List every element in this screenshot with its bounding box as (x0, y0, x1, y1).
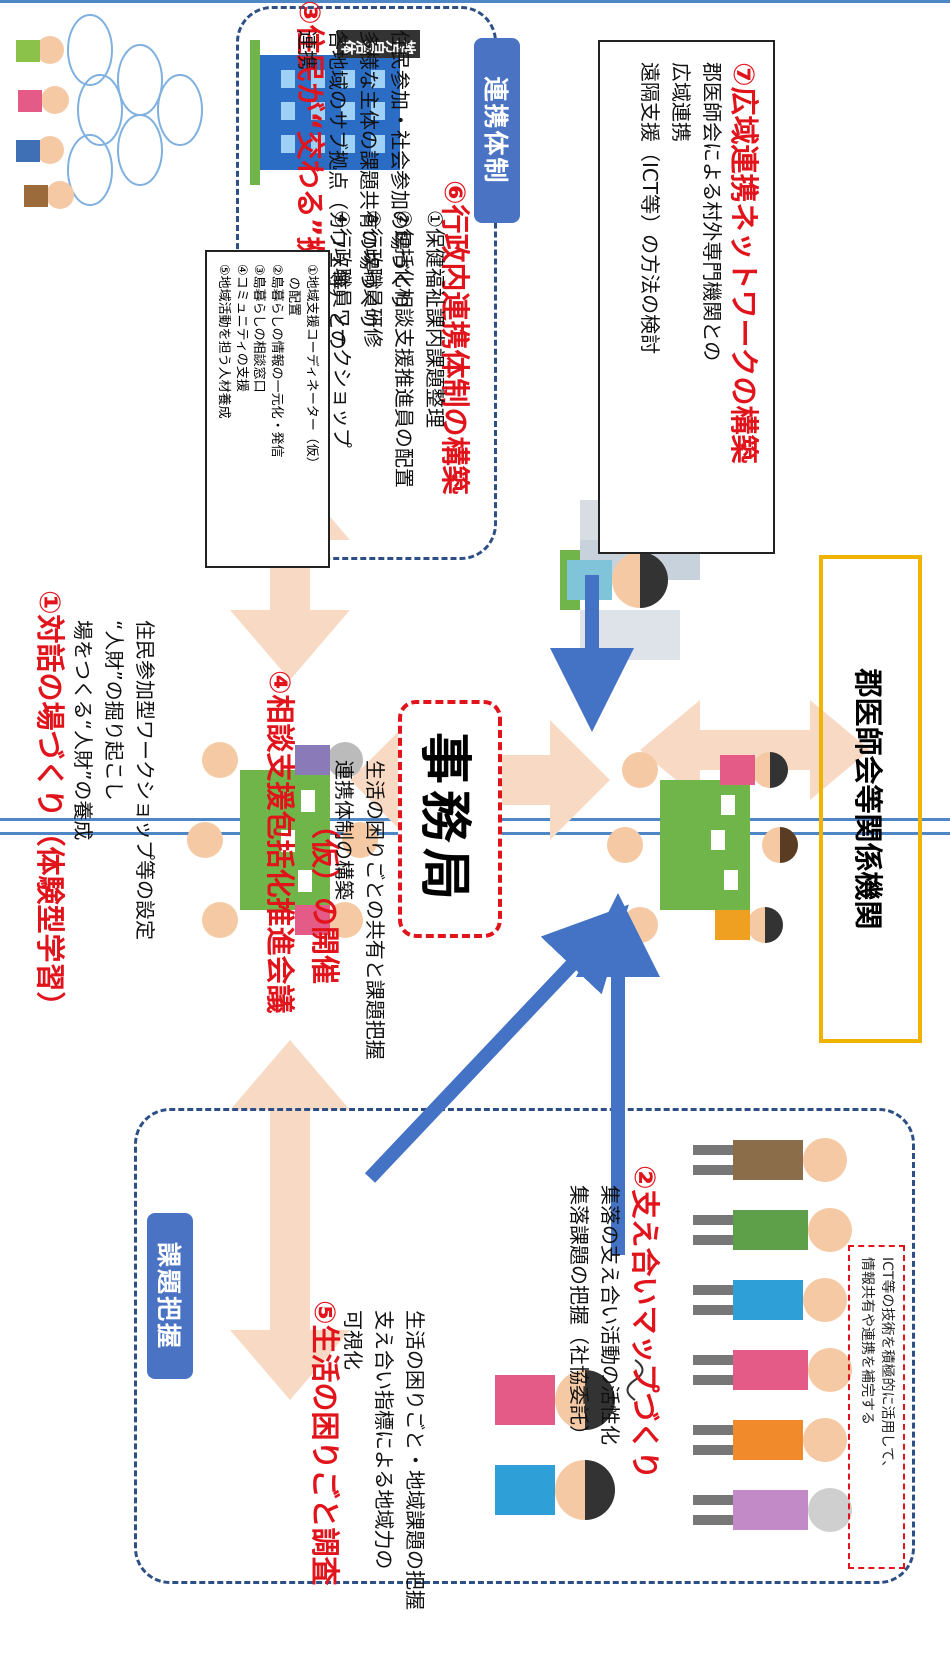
callout-line-2: の配置 (286, 264, 302, 317)
resident-network-illustration (10, 10, 220, 220)
callout-line-5: ④コミュニティの支援 (233, 264, 249, 392)
box6-line-4: ④行政職員ワークショップ (330, 210, 354, 448)
box6-line-3: ③行政職員研修 (361, 210, 385, 348)
ict-note-line-2: 情報共有や連携を補完する (858, 1257, 875, 1425)
box4-line-1: 生活の困りごとの共有と課題把握 (363, 760, 387, 1060)
peach-arrow-upper (640, 700, 870, 800)
local-government-building-illustration: 地方自治体 (250, 30, 420, 185)
box1-desc: 住民参加型ワークショップ等の設定 “人財”の掘り起こし 場をつくる“人財”の養成 (67, 620, 160, 940)
box1-title: ①対話の場づくり（体験型学習） (33, 590, 67, 1021)
box2-desc: 集落の支え合い活動の活性化 集落課題の把握（社協委託） (563, 1185, 625, 1445)
community-group-illustration (675, 1120, 865, 1570)
peach-arrow-left (230, 1040, 350, 1400)
ict-note-line-1: ICT等の技術を積極的に活用して、 (879, 1257, 895, 1475)
gun-ishikai-box: 郡医師会等関係機関 (819, 555, 922, 1043)
box1-line-2: “人財”の掘り起こし (102, 620, 126, 801)
box6-line-2: ②包括化相談支援推進員の配置 (392, 210, 416, 488)
box5-line-1: 生活の困りごと・地域課題の把握 (403, 1310, 427, 1610)
callout-line-6: ⑤地域活動を担う人材養成 (216, 264, 232, 419)
box5-desc: 生活の困りごと・地域課題の把握 支え合い指標による地域力の 可視化 (337, 1310, 430, 1610)
arrow-box2-to-center (364, 904, 629, 1183)
box4-title-line1: ④相談支援包括化推進会議 (263, 670, 297, 1014)
box4-desc: 生活の困りごとの共有と課題把握 連携体制の構築 (328, 760, 390, 1060)
callout-line-1: ①地域支援コーディネーター（仮） (304, 264, 319, 470)
meeting-people-illustration (180, 720, 390, 955)
callout-line-3: ②島暮らしの情報の一元化・発信 (268, 264, 284, 458)
box7-line-1: 郡医師会による村外専門機関との (700, 62, 725, 362)
box7-title: ⑦広域連携ネットワークの構築 (727, 62, 761, 464)
box7-callout: ⑦広域連携ネットワークの構築 郡医師会による村外専門機関との 広域連携 遠隔支援… (598, 40, 775, 554)
box2-line-1: 集落の支え合い活動の活性化 (598, 1185, 622, 1445)
box2-title: ②支え合いマップづくり (628, 1165, 662, 1480)
ict-note: ICT等の技術を積極的に活用して、 情報共有や連携を補完する (848, 1245, 905, 1569)
box7-line-3: 遠隔支援（ICT等）の方法の検討 (638, 62, 663, 355)
box5-line-2: 支え合い指標による地域力の (372, 1310, 396, 1570)
callout-line-4: ③島暮らしの相談窓口 (251, 264, 267, 393)
box1-line-1: 住民参加型ワークショップ等の設定 (133, 620, 157, 940)
box6-line-1: ①保健福祉課内課題整理 (423, 210, 447, 428)
box2-line-2: 集落課題の把握（社協委託） (567, 1185, 591, 1445)
box5-title: ⑤生活の困りごと調査 (308, 1300, 342, 1586)
troubled-people-illustration (485, 1340, 655, 1540)
jimukyoku-box: 事務局 (398, 700, 502, 938)
box5-line-3: 可視化 (341, 1310, 365, 1370)
box1-line-3: 場をつくる“人財”の養成 (71, 620, 95, 841)
box3-callout: ①地域支援コーディネーター（仮） の配置 ②島暮らしの情報の一元化・発信 ③島暮… (204, 250, 330, 568)
box7-line-2: 広域連携 (669, 62, 694, 142)
box6-desc: ①保健福祉課内課題整理 ②包括化相談支援推進員の配置 ③行政職員研修 ④行政職員… (326, 210, 450, 488)
box4-line-2: 連携体制の構築 (332, 760, 356, 900)
